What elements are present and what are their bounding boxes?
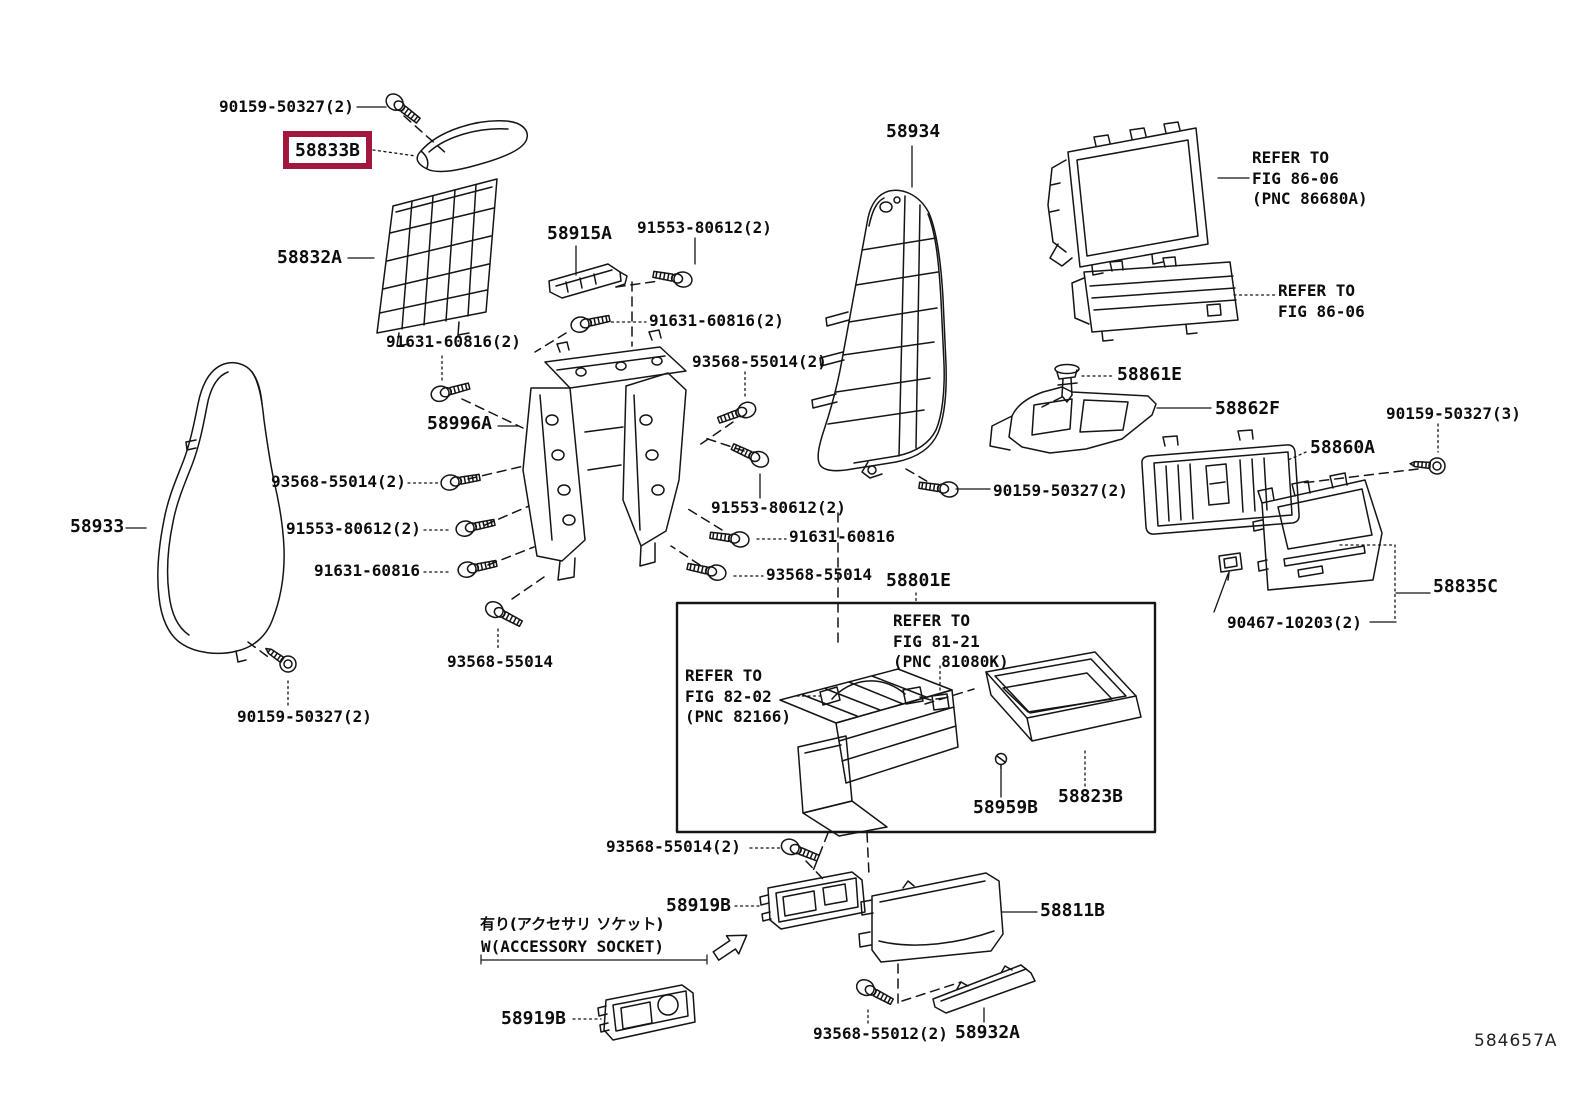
socket-bezel-lower-art — [597, 984, 696, 1041]
console-box-frame — [675, 601, 1157, 834]
bolt-icon — [439, 469, 482, 493]
display-unit-art — [1047, 121, 1209, 276]
refer-note-fig-81-21: REFER TO FIG 81-21 (PNC 81080K) — [893, 611, 1009, 671]
callout-bolt-bracket-left[interactable]: 91631-60816(2) — [386, 332, 521, 351]
bolt-icon — [455, 555, 499, 580]
highlighted-part-number: 58833B — [294, 139, 361, 161]
callout-door-scuff[interactable]: 58932A — [955, 1022, 1021, 1043]
callout-console-box[interactable]: 58801E — [886, 570, 952, 591]
callout-bolt-bracket-upper-right[interactable]: 93568-55014(2) — [692, 352, 827, 371]
screw-58959B-art — [994, 752, 1008, 770]
screw-icon — [260, 641, 300, 676]
callout-bolt-right-middle[interactable]: 91631-60816 — [789, 527, 895, 546]
callout-screw-shield[interactable]: 90159-50327(2) — [237, 707, 372, 726]
refer-note-fig-86-06-pnc: REFER TO FIG 86-06 (PNC 86680A) — [1252, 148, 1368, 208]
callout-air-register[interactable]: 58860A — [1310, 437, 1376, 458]
callout-bolt-right-lower[interactable]: 93568-55014 — [766, 565, 872, 584]
callout-bolt-left-upper[interactable]: 93568-55014(2) — [271, 472, 406, 491]
bolt-icon — [453, 514, 497, 539]
callout-heater-duct[interactable]: 58862F — [1215, 398, 1281, 419]
bolt-icon — [715, 399, 759, 429]
callout-screw-console-box[interactable]: 58959B — [973, 797, 1039, 818]
callout-bolt-bracket-bottom[interactable]: 93568-55014 — [447, 652, 553, 671]
console-door-art — [858, 872, 1004, 963]
door-scuff-art — [932, 964, 1036, 1014]
callout-console-door[interactable]: 58811B — [1040, 900, 1106, 921]
seat-side-shield-art — [157, 361, 285, 663]
callout-clip-duct[interactable]: 58861E — [1117, 364, 1183, 385]
callout-bolt-left-lower[interactable]: 91631-60816 — [314, 561, 420, 580]
note-accessory-socket-jp: 有り(アクセサリ ソケット) — [480, 915, 664, 933]
seatback-board-art — [811, 189, 947, 479]
callout-screw-register[interactable]: 90159-50327(3) — [1386, 404, 1521, 423]
callout-armrest-rear-panel[interactable]: 58832A — [277, 247, 343, 268]
armrest-rear-panel-art — [376, 178, 498, 347]
air-register-art — [1141, 429, 1300, 535]
callout-socket-bezel-lower[interactable]: 58919B — [501, 1008, 567, 1029]
bolt-icon — [685, 558, 729, 583]
callout-bolt-left-middle[interactable]: 91553-80612(2) — [286, 519, 421, 538]
callout-screw-seatback[interactable]: 90159-50327(2) — [993, 481, 1128, 500]
figure-code: 584657A — [1474, 1031, 1558, 1051]
bolt-icon — [708, 527, 751, 549]
lower-panel-art — [1252, 472, 1383, 591]
callout-bolt-bracket-upper[interactable]: 91631-60816(2) — [649, 311, 784, 330]
callout-bolt-striker[interactable]: 91553-80612(2) — [637, 218, 772, 237]
refer-note-fig-86-06: REFER TO FIG 86-06 — [1278, 281, 1365, 321]
bolt-icon — [853, 975, 897, 1010]
leader-lines — [125, 106, 1431, 1023]
armrest-lid-art — [416, 120, 528, 173]
console-tray-art — [985, 651, 1142, 742]
console-body-art — [779, 668, 959, 837]
bolt-icon — [651, 266, 694, 290]
callout-seatback-board[interactable]: 58934 — [886, 121, 941, 142]
bolt-icon — [778, 835, 822, 866]
arrow-icon — [712, 934, 748, 961]
callout-screw-armrest-top[interactable]: 90159-50327(2) — [219, 97, 354, 116]
highlighted-callout-58833B[interactable]: 58833B — [283, 131, 372, 169]
clip-90467-art — [1218, 552, 1243, 581]
callout-seat-side-shield[interactable]: 58933 — [70, 516, 125, 537]
fastener-icons — [260, 89, 1447, 1010]
dotted-leaders — [287, 149, 1439, 1025]
callout-clip-lower-panel[interactable]: 90467-10203(2) — [1227, 613, 1362, 632]
callout-console-bracket[interactable]: 58996A — [427, 413, 493, 434]
console-bracket-art — [522, 329, 687, 581]
callout-socket-bezel-upper[interactable]: 58919B — [666, 895, 732, 916]
bolt-icon — [382, 89, 424, 128]
bolt-icon — [728, 439, 772, 471]
screw-icon — [1408, 454, 1447, 476]
heater-duct-art — [989, 386, 1157, 454]
callout-console-tray[interactable]: 58823B — [1058, 786, 1124, 807]
clip-58861E-art — [1054, 363, 1080, 403]
callout-screw-door[interactable]: 93568-55012(2) — [813, 1024, 948, 1043]
callout-bolt-socket-bezel[interactable]: 93568-55014(2) — [606, 837, 741, 856]
callout-bolt-right-upper[interactable]: 91553-80612(2) — [711, 498, 846, 517]
bolt-icon — [917, 477, 960, 499]
accessory-socket-brace — [480, 954, 708, 965]
socket-bezel-upper-art — [759, 871, 866, 930]
bolt-icon — [482, 597, 526, 632]
radio-unit-art — [1071, 256, 1239, 342]
dashed-lines — [247, 115, 1419, 1005]
note-accessory-socket-en: W(ACCESSORY SOCKET) — [481, 937, 665, 956]
callout-striker-bracket[interactable]: 58915A — [547, 223, 613, 244]
refer-note-fig-82-02: REFER TO FIG 82-02 (PNC 82166) — [685, 666, 791, 726]
callout-lower-panel[interactable]: 58835C — [1433, 576, 1499, 597]
bolt-icon — [568, 310, 612, 335]
striker-bracket-art — [548, 263, 628, 299]
